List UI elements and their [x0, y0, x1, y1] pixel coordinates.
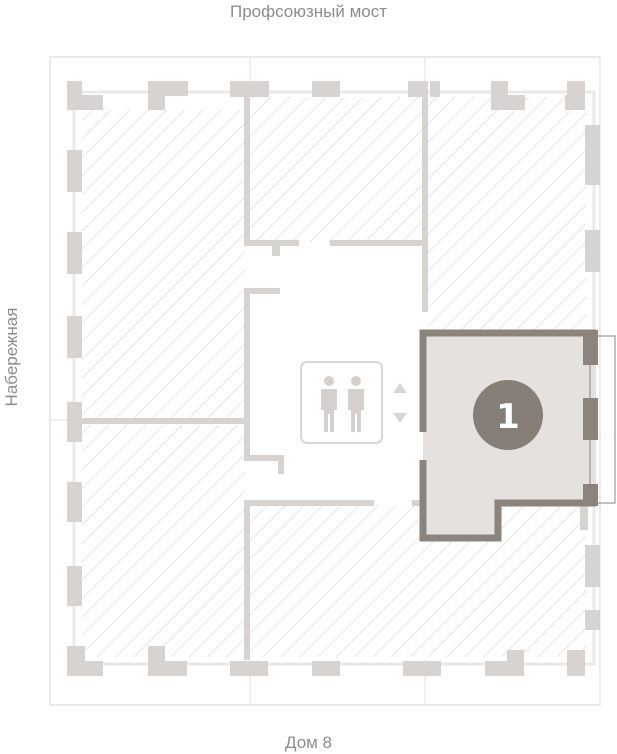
interior-walls: [82, 97, 588, 660]
perimeter-columns: [67, 81, 600, 676]
sold-apartments: [82, 97, 586, 657]
unit-number: 1: [496, 397, 520, 437]
unit-number-badge[interactable]: [473, 380, 543, 450]
site-boundary: [49, 56, 601, 706]
apartment-1[interactable]: 1: [419, 329, 616, 542]
up-down-arrows-icon: [393, 383, 407, 423]
street-label-top: Профсоюзный мост: [229, 2, 388, 21]
elevator-icon: [300, 361, 383, 444]
street-label-bottom: Дом 8: [284, 733, 333, 752]
